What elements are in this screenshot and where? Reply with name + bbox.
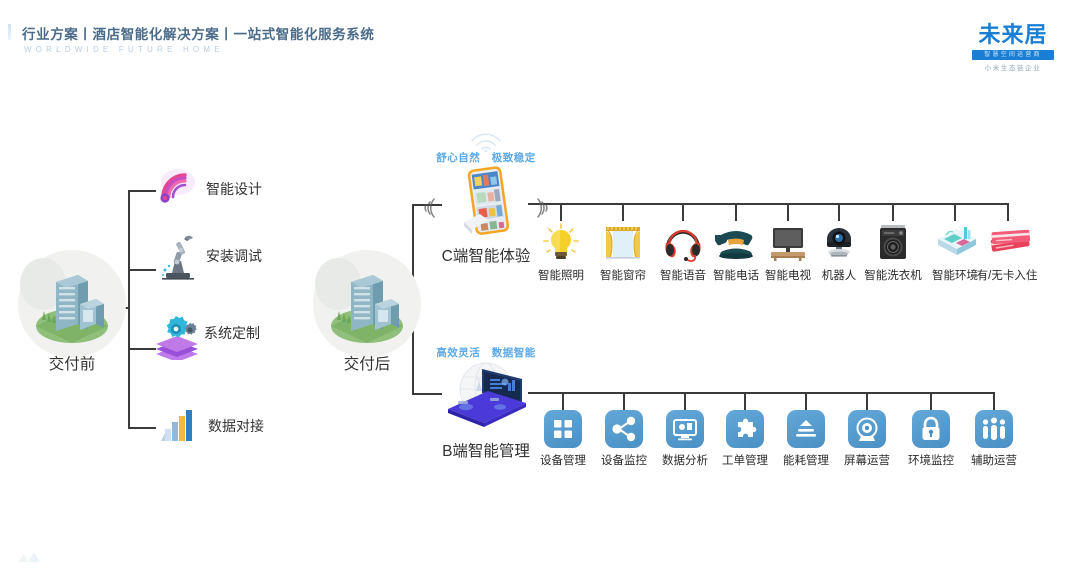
signal-left-icon	[421, 196, 439, 220]
connector-pre-stub-4	[128, 427, 156, 429]
b-item-label: 辅助运营	[971, 455, 1017, 467]
header-accent-bar	[8, 24, 11, 40]
isometric-building-icon	[26, 262, 118, 353]
root-label-pre-delivery: 交付前	[48, 356, 96, 373]
connector-bend-drop-4	[744, 392, 746, 410]
connector-cend-drop-8	[954, 203, 956, 221]
connector-pre-spine	[128, 190, 130, 428]
connector-cend-bus	[528, 203, 1008, 205]
energy-triangle-icon	[787, 410, 825, 448]
brand-logo: 未来居 智慧空间运营商 小米生态链企业	[958, 23, 1068, 72]
b-item-label: 数据分析	[662, 455, 708, 467]
washing-machine-icon	[872, 221, 914, 263]
connector-bend-drop-8	[993, 392, 995, 410]
b-item-label: 屏幕运营	[844, 455, 890, 467]
curtain-icon	[602, 221, 644, 263]
c-item-label: 智能照明	[538, 270, 584, 282]
b-item-label: 设备监控	[601, 455, 647, 467]
logo-wordmark: 未来居	[978, 23, 1048, 48]
television-icon	[767, 221, 809, 263]
b-end-tagline-1: 高效灵活	[436, 347, 481, 359]
keycard-icon	[986, 221, 1031, 263]
page-title: 行业方案丨酒店智能化解决方案丨一站式智能化服务系统	[22, 27, 375, 42]
laptop-dashboard-icon	[438, 361, 534, 436]
connector-bend-drop-6	[866, 392, 868, 410]
c-item-label: 有/无卡入住	[976, 270, 1038, 282]
b-item-label: 工单管理	[722, 455, 768, 467]
smartphone-app-icon	[454, 164, 518, 251]
c-item-label: 智能语音	[660, 270, 706, 282]
connector-cend-drop-6	[838, 203, 840, 221]
watermark-artifact	[14, 548, 54, 564]
room-environment-icon	[934, 221, 976, 263]
target-screen-icon	[848, 410, 886, 448]
lightbulb-icon	[540, 221, 582, 263]
b-item-label: 设备管理	[540, 455, 586, 467]
connector-bend-bus	[528, 392, 994, 394]
puzzle-piece-icon	[726, 410, 764, 448]
c-end-tagline-2: 极致稳定	[491, 152, 536, 164]
c-end-tagline: 舒心自然 极致稳定	[411, 150, 561, 165]
connector-cend-drop-3	[682, 203, 684, 221]
connector-cend-drop-1	[560, 203, 562, 221]
monitor-chart-icon	[666, 410, 704, 448]
connector-cend-drop-4	[735, 203, 737, 221]
pre-item-label: 安装调试	[206, 248, 262, 264]
c-item-label: 智能洗衣机	[864, 270, 922, 282]
lock-icon	[912, 410, 950, 448]
people-group-icon	[975, 410, 1013, 448]
connector-post-stub-c	[412, 204, 442, 206]
connector-cend-drop-2	[622, 203, 624, 221]
root-label-post-delivery: 交付后	[343, 356, 391, 373]
c-item-label: 智能窗帘	[600, 270, 646, 282]
bar-chart-icon	[156, 403, 200, 447]
page-subtitle: WORLDWIDE FUTURE HOME	[24, 45, 224, 54]
connector-bend-drop-5	[805, 392, 807, 410]
branch-label-c-end: C端智能体验	[441, 248, 531, 265]
connector-bend-drop-3	[684, 392, 686, 410]
share-nodes-icon	[605, 410, 643, 448]
signal-right-icon	[533, 196, 551, 220]
branch-label-b-end: B端智能管理	[442, 443, 530, 460]
c-item-label: 智能电视	[765, 270, 811, 282]
connector-cend-drop-5	[787, 203, 789, 221]
connector-pre-stub-1	[128, 190, 156, 192]
logo-tagline-bar: 智慧空间运营商	[972, 50, 1054, 60]
c-item-label: 机器人	[821, 270, 857, 282]
connector-pre-stub-2	[128, 269, 156, 271]
robot-camera-icon	[818, 221, 860, 263]
b-item-label: 环境监控	[908, 455, 954, 467]
c-item-label: 智能环境	[932, 270, 978, 282]
wifi-icon	[469, 132, 503, 153]
b-end-tagline: 高效灵活 数据智能	[411, 345, 561, 360]
telephone-icon	[713, 221, 757, 263]
gear-layers-icon	[152, 310, 198, 362]
page-header: 行业方案丨酒店智能化解决方案丨一站式智能化服务系统 WORLDWIDE FUTU…	[0, 0, 1080, 80]
c-end-tagline-1: 舒心自然	[436, 152, 481, 164]
pre-item-label: 智能设计	[206, 181, 262, 197]
connector-cend-drop-9	[1007, 203, 1009, 221]
pre-item-label: 数据对接	[208, 418, 264, 434]
b-end-tagline-2: 数据智能	[491, 347, 536, 359]
connector-pre-stub-3	[128, 348, 156, 350]
grid-squares-icon	[544, 410, 582, 448]
connector-bend-drop-1	[562, 392, 564, 410]
connector-post-stub-b	[412, 393, 442, 395]
headset-icon	[662, 221, 704, 263]
logo-footer-text: 小米生态链企业	[984, 65, 1042, 72]
isometric-building-icon	[321, 262, 413, 353]
connector-bend-drop-2	[623, 392, 625, 410]
b-item-label: 能耗管理	[783, 455, 829, 467]
c-item-label: 智能电话	[713, 270, 759, 282]
connector-cend-drop-7	[892, 203, 894, 221]
connector-bend-drop-7	[930, 392, 932, 410]
pre-item-label: 系统定制	[204, 325, 260, 341]
wifi-signal-icon	[154, 166, 198, 210]
robot-arm-icon	[154, 233, 198, 280]
